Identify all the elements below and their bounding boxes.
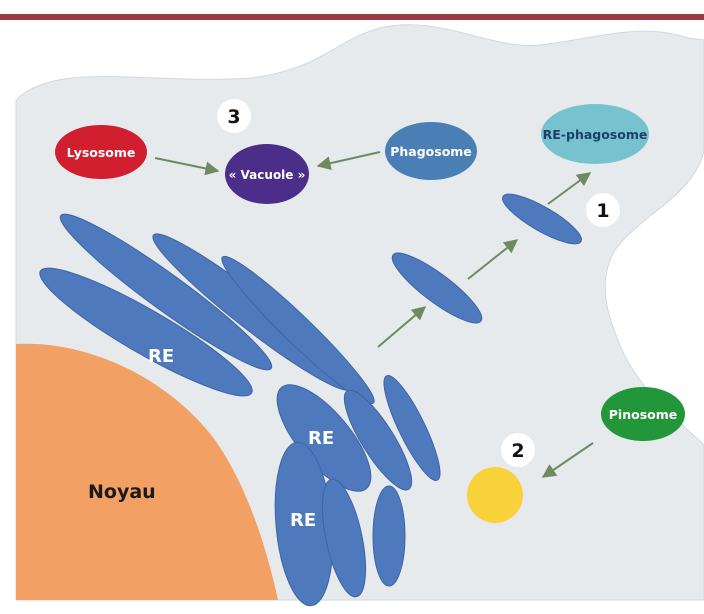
top-rule [0, 14, 704, 20]
pinosome-label: Pinosome [609, 407, 677, 422]
step-number: 1 [596, 200, 609, 222]
step-number: 3 [227, 106, 240, 128]
re-phagosome-label: RE-phagosome [543, 127, 648, 142]
nucleus-label: Noyau [88, 481, 156, 503]
vacuole-label: « Vacuole » [229, 168, 306, 182]
re-label: RE [148, 346, 174, 367]
re-label: RE [290, 510, 316, 531]
step-badge-1: 1 [586, 193, 620, 227]
er-cisterna [373, 486, 405, 586]
phagosome-label: Phagosome [390, 144, 472, 159]
step-badge-3: 3 [217, 99, 251, 133]
step-number: 2 [511, 440, 524, 462]
step-badge-2: 2 [501, 433, 535, 467]
re-label: RE [308, 428, 334, 449]
vesicle [467, 467, 523, 523]
lysosome-label: Lysosome [67, 145, 136, 160]
